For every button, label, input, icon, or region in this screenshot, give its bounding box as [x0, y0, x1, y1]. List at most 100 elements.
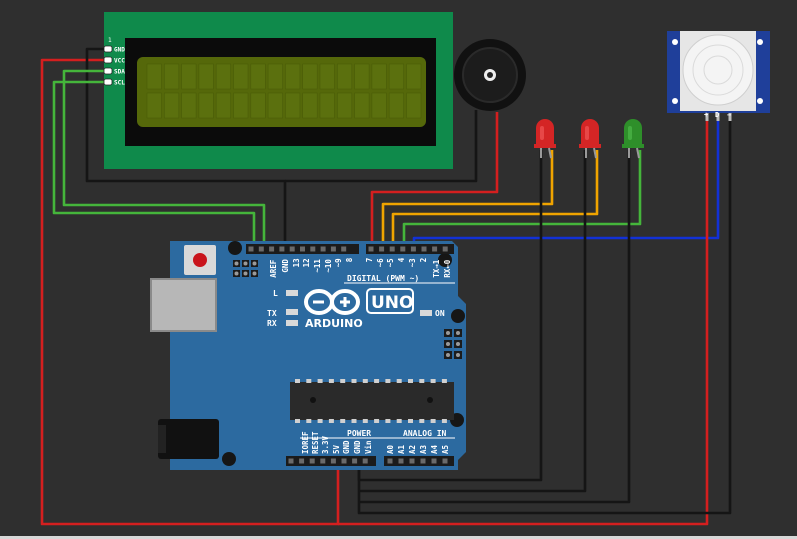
digital-pin-label: 8	[345, 257, 354, 262]
icsp-pin-hole	[234, 271, 239, 276]
lcd-pin-scl[interactable]	[103, 78, 113, 86]
digital-header-right	[366, 244, 454, 254]
chip-pin	[340, 379, 346, 383]
lcd-char-cell	[250, 63, 266, 90]
header-pin[interactable]	[320, 246, 326, 252]
header-pin[interactable]	[258, 246, 264, 252]
wire-pir-gnd[interactable]	[357, 118, 732, 515]
digital-pin-label: ~6	[376, 258, 385, 268]
icsp-pin-hole	[456, 353, 460, 357]
header-pin[interactable]	[279, 246, 285, 252]
digital-pin-label: AREF	[269, 259, 278, 278]
wire-pir-vcc[interactable]	[338, 118, 709, 526]
header-pin[interactable]	[409, 458, 415, 464]
lcd-char-cell	[215, 92, 231, 119]
led-l-label: L	[273, 289, 278, 298]
pir-sensor[interactable]: +D−	[667, 31, 770, 121]
header-pin[interactable]	[300, 246, 305, 252]
header-pin[interactable]	[387, 458, 393, 464]
wire-led2-cathode[interactable]	[359, 150, 587, 493]
led-2[interactable]	[579, 119, 601, 159]
lcd-pin-sda[interactable]	[103, 67, 113, 75]
lcd-pin-gnd[interactable]	[103, 45, 113, 53]
header-pin[interactable]	[420, 458, 426, 464]
header-pin[interactable]	[389, 246, 395, 252]
pir-pin[interactable]	[728, 113, 732, 121]
chip-pin	[317, 379, 323, 383]
wire-led3-anode[interactable]	[402, 150, 642, 249]
icsp-pin-hole	[252, 261, 257, 266]
led-on	[420, 310, 432, 316]
chip-pin	[385, 419, 391, 423]
header-pin[interactable]	[400, 246, 406, 252]
digital-pin-label: 13	[292, 258, 301, 268]
wire-lcd-scl[interactable]	[52, 80, 256, 249]
header-pin[interactable]	[442, 246, 448, 252]
buzzer[interactable]	[454, 39, 526, 111]
header-pin[interactable]	[248, 246, 254, 252]
header-pin[interactable]	[310, 246, 316, 252]
header-pin[interactable]	[299, 458, 305, 464]
lcd-char-cell	[250, 92, 266, 119]
board-brand: ARDUINO	[305, 317, 363, 330]
digital-pin-label: 12	[302, 258, 311, 267]
header-pin[interactable]	[379, 246, 385, 252]
header-pin[interactable]	[442, 458, 448, 464]
pir-pin[interactable]	[705, 113, 709, 121]
header-pin[interactable]	[288, 458, 294, 464]
wire-lcd-sda[interactable]	[62, 69, 266, 249]
pir-pin-label: D	[715, 111, 719, 119]
wire-lcd-gnd[interactable]	[85, 47, 287, 249]
header-pin[interactable]	[410, 246, 416, 252]
led-highlight	[628, 126, 632, 140]
header-pin[interactable]	[330, 458, 336, 464]
lcd-char-cell	[319, 63, 335, 90]
leds	[534, 119, 644, 159]
header-pin[interactable]	[341, 246, 347, 252]
led-leg	[548, 147, 552, 159]
header-pin[interactable]	[320, 458, 326, 464]
analog-pin-label: A2	[408, 445, 417, 454]
chip-pin	[430, 379, 436, 383]
header-pin[interactable]	[341, 458, 347, 464]
header-pin[interactable]	[432, 246, 438, 252]
header-pin[interactable]	[431, 458, 437, 464]
pir-pin[interactable]	[716, 113, 720, 121]
wire-buzzer-gnd[interactable]	[285, 110, 478, 183]
wire-led2-anode[interactable]	[391, 150, 599, 249]
lcd-char-cell	[146, 63, 162, 90]
pir-pins: +D−	[704, 111, 732, 121]
wire-led3-cathode[interactable]	[359, 150, 631, 504]
power-header-label: POWER	[347, 429, 371, 438]
analog-pin-label: A4	[430, 444, 439, 454]
led-1[interactable]	[534, 119, 556, 159]
header-pin[interactable]	[330, 246, 336, 252]
led-tx-label: TX	[267, 309, 277, 318]
wire-lcd-vcc[interactable]	[40, 58, 340, 526]
header-pin[interactable]	[289, 246, 295, 252]
led-3[interactable]	[622, 119, 644, 159]
chip-pin	[340, 419, 346, 423]
lcd-pin-vcc[interactable]	[103, 56, 113, 64]
header-pin[interactable]	[398, 458, 404, 464]
power-pin-label: Vin	[364, 440, 373, 454]
header-pin[interactable]	[269, 246, 275, 252]
wire-pir-data[interactable]	[412, 118, 720, 249]
header-pin[interactable]	[352, 458, 358, 464]
icsp-pin-hole	[446, 342, 450, 346]
header-pin[interactable]	[362, 458, 368, 464]
lcd-char-cell	[319, 92, 335, 119]
wire-buzzer-signal[interactable]	[370, 112, 499, 249]
power-pin-label: IOREF	[301, 431, 310, 454]
header-pin[interactable]	[309, 458, 315, 464]
header-pin[interactable]	[368, 246, 374, 252]
icsp-pin-hole	[456, 331, 460, 335]
chip-pin	[362, 419, 368, 423]
wire-led1-anode[interactable]	[381, 150, 554, 249]
digital-pin-label: RX←0	[443, 259, 452, 278]
header-pin[interactable]	[421, 246, 427, 252]
pir-pin-label: +	[704, 111, 708, 119]
